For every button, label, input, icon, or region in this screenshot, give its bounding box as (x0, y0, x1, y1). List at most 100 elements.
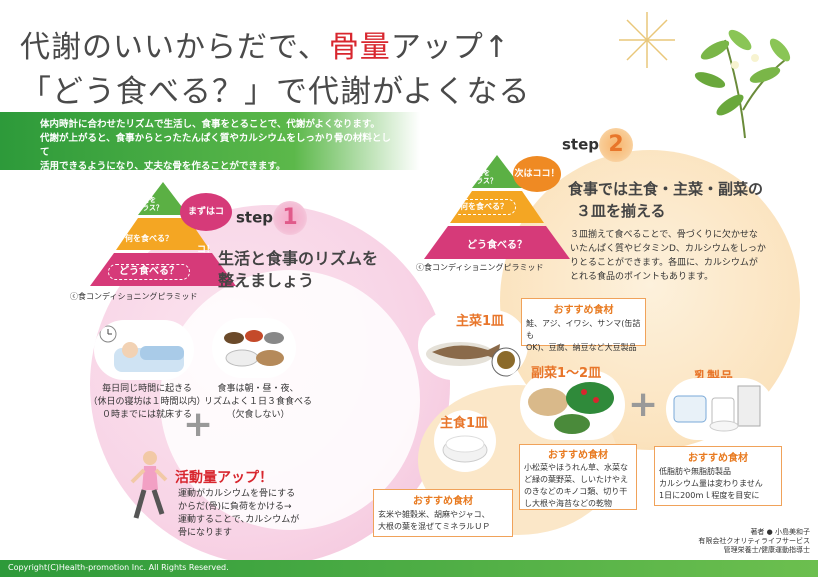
step2-text-line: ３皿揃えて食べることで、骨づくりに欠かせな (570, 230, 758, 240)
plant-decoration-icon (694, 29, 791, 139)
rec-line: カルシウム量は変わりません (659, 479, 763, 488)
rec-line: し大根や海苔などの乾物 (524, 499, 612, 508)
side-dish-label: 副菜1～2皿 (531, 366, 602, 381)
rec-line: のきなどのキノコ類、切り干 (524, 487, 628, 496)
sleep-caption-line: （休日の寝坊は１時間以内） (88, 397, 206, 407)
pyramid-left-top-label: 何を プラス？ (135, 196, 163, 212)
sleep-caption: 毎日同じ時間に起きる （休日の寝坊は１時間以内） ０時までには就床する (82, 383, 212, 422)
step1-bubble: まずはココ！ (180, 193, 232, 255)
main-dish-recommend-title: おすすめ食材 (553, 305, 614, 316)
step1-heading-line: 生活と食事のリズムを (218, 249, 379, 268)
pink-inner-circle (160, 270, 420, 530)
dairy-recommend-text: 低脂肪や無脂肪製品 カルシウム量は変わりません 1日に200ｍｌ程度を目安に (655, 464, 781, 504)
salad-icon (528, 382, 614, 434)
step2-text-line: りとることができます。各皿に、カルシウムが (570, 258, 758, 268)
runner-icon (130, 451, 168, 519)
step2-heading-line: 食事では主食・主菜・副菜の (568, 180, 764, 198)
title-text: 代謝のいいからだで、 (20, 30, 329, 65)
author-line: 管理栄養士/健康運動指導士 (723, 546, 810, 554)
conditioning-pyramid-left (90, 182, 236, 286)
plus-icon: + (628, 384, 659, 425)
step2-text-line: とれる食品のポイントもあります。 (570, 272, 714, 282)
staple-label: 主食1皿 (440, 416, 489, 431)
pyramid-right-top-label: 何を プラス？ (469, 169, 497, 185)
activity-line: からだ(骨)に負荷をかける→ (178, 502, 292, 512)
meal-illustration (212, 318, 296, 378)
rec-line: 大根の葉を混ぜてミネラルＵＰ (378, 522, 491, 531)
meal-caption-line: リズムよく１日３食食べる (203, 397, 312, 407)
side-dish-recommend-box: おすすめ食材 小松菜やほうれん草、水菜な ど緑の葉野菜、しいたけやえ のきなどの… (519, 444, 637, 510)
page-title-line2: 「どう食べる？」で代謝がよくなる (20, 74, 531, 110)
side-dish-recommend-text: 小松菜やほうれん草、水菜な ど緑の葉野菜、しいたけやえ のきなどのキノコ類、切り… (520, 461, 636, 511)
pyramid-left-caption: ⓒ食コンディショニングピラミッド (70, 292, 198, 301)
staple-recommend-title: おすすめ食材 (413, 496, 473, 507)
sleep-caption-line: 毎日同じ時間に起きる (102, 384, 192, 394)
step1-heading-line: 整えましょう (218, 271, 315, 290)
plus-icon: + (183, 404, 214, 445)
author-line: 著者 ● 小島美和子 (750, 528, 810, 536)
dairy-recommend-box: おすすめ食材 低脂肪や無脂肪製品 カルシウム量は変わりません 1日に200ｍｌ程… (654, 446, 782, 506)
sparkle-icon (619, 12, 675, 68)
author-info: 著者 ● 小島美和子 有限会社クオリティライフサービス 管理栄養士/健康運動指導… (660, 528, 810, 555)
rec-line: 鮭、アジ、イワシ、サンマ(缶詰も (526, 319, 641, 340)
dairy-icon (673, 385, 761, 432)
meal-icon (224, 330, 284, 367)
pyramid-left-middle-label: 何を食べる？ (125, 234, 173, 243)
dairy-recommend-title: おすすめ食材 (688, 453, 748, 464)
side-dish-recommend-title: おすすめ食材 (548, 450, 608, 461)
step2-text: ３皿揃えて食べることで、骨づくりに欠かせな いたんぱく質やビタミンD、カルシウム… (570, 228, 790, 284)
intro-banner (0, 112, 420, 170)
rec-line: 玄米や雑穀米、胡麻やジャコ、 (378, 510, 490, 519)
main-dish-recommend-box: おすすめ食材 鮭、アジ、イワシ、サンマ(缶詰も OK)、豆腐、納豆など大豆製品 (521, 298, 646, 352)
intro-line: 代謝が上がると、食事からとったたんぱく質やカルシウムをしっかり骨の材料として (40, 133, 391, 158)
meal-caption-line: 食事は朝・昼・夜、 (217, 384, 299, 394)
activity-text: 運動がカルシウムを骨にする からだ(骨)に負荷をかける→ 運動することで､カルシ… (178, 488, 318, 540)
rec-line: 低脂肪や無脂肪製品 (659, 467, 731, 476)
intro-line: 活用できるようになり、丈夫な骨を作ることができます。 (40, 161, 286, 172)
activity-line: 運動することで､カルシウムが (178, 515, 300, 525)
staple-recommend-text: 玄米や雑穀米、胡麻やジャコ、 大根の葉を混ぜてミネラルＵＰ (374, 507, 512, 535)
title-text-post: アップ↑ (390, 30, 510, 65)
author-line: 有限会社クオリティライフサービス (698, 537, 810, 545)
side-dish-photo (520, 370, 625, 440)
step2-heading-line: ３皿を揃える (576, 202, 666, 220)
intro-line: 体内時計に合わせたリズムで生活し、食事をとることで、代謝がよくなります。 (40, 119, 380, 130)
footer-bar (0, 560, 818, 577)
step2-text-line: いたんぱく質やビタミンD、カルシウムをしっか (570, 244, 766, 254)
step-word: step (236, 208, 274, 227)
main-dish-recommend-text: 鮭、アジ、イワシ、サンマ(缶詰も OK)、豆腐、納豆など大豆製品 (522, 316, 645, 356)
activity-line: 運動がカルシウムを骨にする (178, 489, 296, 499)
sleep-icon (99, 325, 184, 372)
rec-line: OK)、豆腐、納豆など大豆製品 (526, 343, 637, 352)
step2-number: 2 (599, 128, 634, 162)
step-word: step (562, 135, 600, 154)
rec-line: 小松菜やほうれん草、水菜な (524, 463, 628, 472)
step1-heading: 生活と食事のリズムを 整えましょう (218, 248, 378, 292)
title-highlight: 骨量 (328, 30, 391, 65)
meal-caption-line: （欠食しない） (226, 410, 290, 420)
fish-icon (426, 342, 521, 377)
page-title-line1: 代謝のいいからだで、骨量アップ↑ (20, 22, 510, 66)
sleep-illustration (94, 320, 194, 380)
staple-photo (434, 410, 496, 472)
pyramid-right-bottom-label: どう食べる？ (467, 240, 527, 251)
pyramid-right-caption: ⓒ食コンディショニングピラミッド (416, 263, 544, 272)
dairy-photo (666, 378, 774, 440)
activity-line: 骨になります (178, 528, 233, 538)
rice-bowl-icon (442, 435, 488, 463)
step1-number: 1 (273, 201, 308, 235)
meal-caption: 食事は朝・昼・夜、 リズムよく１日３食食べる （欠食しない） (198, 383, 318, 422)
copyright: Copyright(C)Health-promotion Inc. All Ri… (8, 563, 229, 572)
sleep-caption-line: ０時までには就床する (101, 410, 192, 420)
step2-heading: 食事では主食・主菜・副菜の ３皿を揃える (568, 178, 763, 222)
activity-title: 活動量アップ！ (175, 470, 273, 486)
rec-line: ど緑の葉野菜、しいたけやえ (524, 475, 628, 484)
rec-line: 1日に200ｍｌ程度を目安に (659, 491, 760, 500)
pyramid-left-bottom-label: どう食べる？ (108, 264, 190, 280)
staple-recommend-box: おすすめ食材 玄米や雑穀米、胡麻やジャコ、 大根の葉を混ぜてミネラルＵＰ (373, 489, 513, 537)
main-dish-photo (418, 310, 528, 380)
intro-text: 体内時計に合わせたリズムで生活し、食事をとることで、代謝がよくなります。 代謝が… (40, 118, 400, 174)
pyramid-right-middle-label: 何を食べる？ (452, 199, 516, 215)
